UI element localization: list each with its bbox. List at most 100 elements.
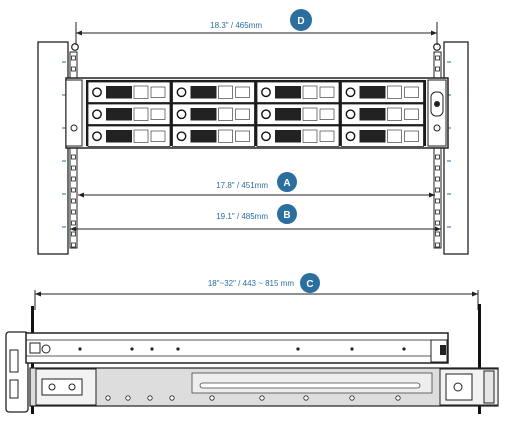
rack-hole	[71, 55, 76, 61]
drive-bay-latch	[176, 87, 187, 98]
dimension-c: 18"~32" / 443 ~ 815 mm C	[34, 273, 479, 310]
dimension-a-badge	[277, 172, 297, 192]
ear-bolt-left	[70, 124, 78, 132]
drive-bay-vent	[387, 129, 402, 143]
drive-bay-label	[235, 108, 250, 120]
dimension-b-badge-letter: B	[283, 210, 290, 221]
drive-bay-handle	[106, 130, 132, 143]
drive-bay-latch	[261, 109, 271, 120]
rail-hole	[259, 395, 265, 401]
chassis-screw	[402, 347, 406, 351]
drive-bay-handle	[359, 130, 386, 143]
dimension-c-badge-letter: C	[306, 279, 313, 290]
drive-bay-label	[150, 86, 166, 98]
drive-bay-label	[404, 130, 419, 142]
drive-bay-handle	[106, 86, 132, 99]
rail-hole	[395, 395, 401, 401]
drive-bay-vent	[133, 129, 149, 143]
drive-bay-latch	[261, 131, 271, 142]
drive-bay-handle	[190, 86, 217, 99]
rack-hole	[435, 187, 440, 193]
drive-bay-vent	[302, 107, 318, 121]
front-view	[37, 41, 469, 255]
drive-bay-latch	[176, 131, 187, 142]
chassis-screw	[350, 347, 354, 351]
rail-hole	[125, 395, 131, 401]
drive-bay-label	[319, 86, 335, 98]
drive-bay-latch	[92, 109, 102, 120]
rack-holes-left	[69, 51, 78, 249]
chassis-screws	[78, 347, 406, 351]
dimension-d-badge-letter: D	[297, 16, 304, 27]
drive-bay-vent	[133, 107, 149, 121]
drive-bay-vent	[218, 85, 233, 99]
rack-hole	[71, 220, 76, 226]
drive-bay-label	[150, 130, 166, 142]
drive-bay-handle	[359, 108, 386, 121]
side-post-rear	[478, 304, 481, 414]
drive-bay-latch	[92, 131, 102, 142]
drive-bay-latch	[261, 87, 271, 98]
drive-bay-latch	[345, 87, 356, 98]
drive-bay-label	[404, 108, 419, 120]
rack-hole	[435, 242, 440, 248]
chassis-screw	[150, 347, 154, 351]
chassis-screw	[130, 347, 134, 351]
rack-hole	[435, 198, 440, 204]
rail-hole	[303, 395, 309, 401]
rack-hole	[435, 176, 440, 182]
rail-hole	[147, 395, 153, 401]
dimension-c-label: 18"~32" / 443 ~ 815 mm	[208, 279, 295, 288]
drive-bay-vent	[133, 85, 149, 99]
drive-bay-label	[150, 108, 166, 120]
drive-bay-label	[404, 86, 419, 98]
rail-slot	[199, 382, 421, 389]
rack-holes-right	[433, 51, 442, 249]
drive-bay-handle	[275, 130, 301, 143]
drive-bay-latch	[345, 109, 356, 120]
screw-left	[71, 43, 79, 51]
drive-bays	[87, 81, 424, 147]
rack-hole	[435, 165, 440, 171]
rack-hole	[435, 154, 440, 160]
dimension-a-label: 17.8" / 451mm	[216, 181, 268, 190]
rack-hole	[71, 66, 76, 72]
rack-hole	[71, 176, 76, 182]
chassis-side	[25, 332, 449, 364]
drive-bay-label	[235, 130, 250, 142]
drive-bay-vent	[218, 107, 233, 121]
side-view	[5, 304, 499, 414]
chassis-screw	[296, 347, 300, 351]
rack-hole	[435, 220, 440, 226]
dimension-d-label: 18.3" / 465mm	[210, 21, 262, 30]
rail-hole	[105, 395, 111, 401]
dimension-c-badge	[300, 273, 320, 293]
drive-bay-vent	[387, 85, 402, 99]
rack-post-left	[37, 41, 69, 255]
rack-hole	[435, 209, 440, 215]
drive-bay-handle	[275, 108, 301, 121]
dimension-a-badge-letter: A	[283, 178, 290, 189]
rack-hole	[435, 55, 440, 61]
drive-bay-label	[319, 108, 335, 120]
drive-bay-handle	[275, 86, 301, 99]
drive-bay-handle	[190, 108, 217, 121]
ear-bolt-right	[433, 124, 441, 132]
rack-hole	[435, 231, 440, 237]
rack-hole	[71, 165, 76, 171]
drive-bay-vent	[302, 85, 318, 99]
chassis-screw	[78, 347, 82, 351]
rail-hole	[209, 395, 215, 401]
dimension-b: 19.1" / 485mm B	[70, 204, 441, 232]
drive-bay-latch	[92, 87, 102, 98]
rack-hole	[71, 231, 76, 237]
drive-bay-vent	[387, 107, 402, 121]
drive-bay-label	[319, 130, 335, 142]
dimension-b-badge	[277, 204, 297, 224]
rack-hole	[71, 154, 76, 160]
dimension-d-badge	[290, 9, 312, 31]
rack-hole	[71, 242, 76, 248]
rail-hole	[169, 395, 175, 401]
drive-bay-latch	[345, 131, 356, 142]
